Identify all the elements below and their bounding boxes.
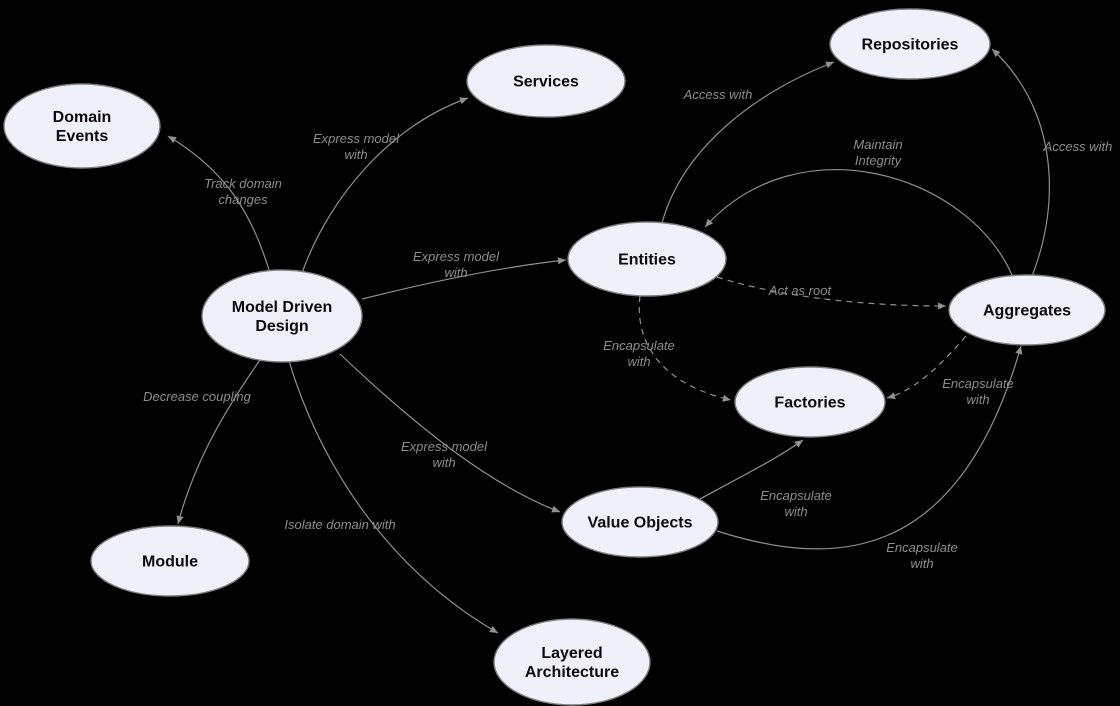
edge-entities-to-repositories: Access with xyxy=(661,61,835,224)
services-label: Services xyxy=(513,74,579,91)
edge-label-model-driven-design-to-layered-architecture: Isolate domain with xyxy=(284,517,395,532)
factories-label: Factories xyxy=(774,395,845,412)
edge-aggregates-to-repositories: Access with xyxy=(991,48,1113,277)
node-aggregates: Aggregates xyxy=(948,274,1106,346)
edge-model-driven-design-to-layered-architecture: Isolate domain with xyxy=(284,360,499,634)
edge-line-model-driven-design-to-domain-events xyxy=(167,135,271,274)
factories-ellipse xyxy=(734,366,886,438)
edge-line-model-driven-design-to-entities xyxy=(361,257,567,300)
repositories-label: Repositories xyxy=(862,37,959,54)
edge-label-entities-to-repositories: Access with xyxy=(683,87,753,102)
node-services: Services xyxy=(466,44,626,118)
node-value-objects: Value Objects xyxy=(561,486,719,558)
edge-line-model-driven-design-to-module xyxy=(176,359,261,525)
edge-model-driven-design-to-module: Decrease coupling xyxy=(143,359,261,525)
value-objects-label: Value Objects xyxy=(588,515,693,532)
edge-line-model-driven-design-to-layered-architecture xyxy=(288,360,499,634)
edge-line-aggregates-to-entities xyxy=(704,169,1013,276)
edge-line-entities-to-repositories xyxy=(661,61,835,224)
aggregates-ellipse xyxy=(948,274,1106,346)
repositories-ellipse xyxy=(829,8,991,80)
entities-label: Entities xyxy=(618,252,676,269)
value-objects-ellipse xyxy=(561,486,719,558)
edge-line-aggregates-to-repositories xyxy=(991,48,1050,277)
edge-line-value-objects-to-aggregates xyxy=(716,345,1023,550)
edge-label-aggregates-to-repositories: Access with xyxy=(1043,139,1113,154)
node-factories: Factories xyxy=(734,366,886,438)
edge-line-aggregates-to-factories xyxy=(886,335,967,400)
aggregates-label: Aggregates xyxy=(983,303,1071,320)
services-ellipse xyxy=(466,44,626,118)
module-ellipse xyxy=(90,525,250,597)
node-repositories: Repositories xyxy=(829,8,991,80)
node-module: Module xyxy=(90,525,250,597)
edge-line-model-driven-design-to-value-objects xyxy=(339,353,561,513)
entities-ellipse xyxy=(567,221,727,297)
edge-line-entities-to-aggregates xyxy=(716,276,947,310)
module-label: Module xyxy=(142,554,198,571)
edge-line-entities-to-factories xyxy=(638,295,732,402)
edge-line-value-objects-to-factories xyxy=(699,439,804,500)
edge-label-model-driven-design-to-module: Decrease coupling xyxy=(143,389,251,404)
domain-events-ellipse xyxy=(3,83,161,169)
model-driven-design-ellipse xyxy=(201,269,363,363)
edge-entities-to-aggregates: Act as root xyxy=(716,276,947,310)
layered-architecture-ellipse xyxy=(493,618,651,706)
edge-line-model-driven-design-to-services xyxy=(301,97,469,274)
edge-label-entities-to-aggregates: Act as root xyxy=(768,283,833,298)
node-entities: Entities xyxy=(567,221,727,297)
